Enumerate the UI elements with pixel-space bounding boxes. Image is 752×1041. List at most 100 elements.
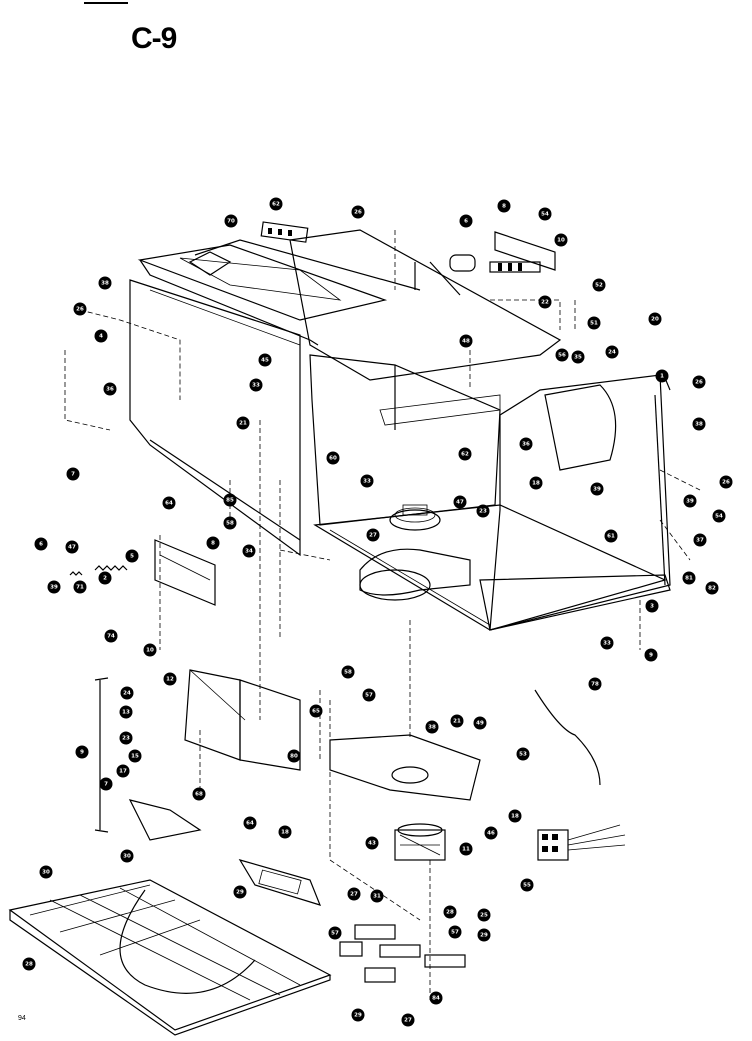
callout-circle [366,528,380,542]
callout-label: 9 [80,749,84,755]
cabinet-back-wall [289,229,562,381]
callout-circle [223,516,237,530]
callout-c-8a: 8 [497,199,511,213]
callout-label: 29 [354,1012,362,1018]
callout-circle [600,636,614,650]
callout-c-10b: 10 [143,643,157,657]
header-rule [84,2,128,4]
callout-circle [328,926,342,940]
spring-parts [69,565,128,576]
callout-label: 2 [103,575,107,581]
callout-label: 81 [685,575,693,581]
callout-circle [347,887,361,901]
callout-circle [719,475,733,489]
callout-label: 27 [369,532,377,538]
callout-c-23a: 23 [476,504,490,518]
callout-circle [162,496,176,510]
callout-c-18b: 18 [278,825,292,839]
callout-circle [351,1008,365,1022]
callout-circle [39,865,53,879]
callout-circle [163,672,177,686]
callout-c-85a: 85 [223,493,237,507]
callout-c-47a: 47 [453,495,467,509]
callout-circle [529,476,543,490]
callout-circle [22,957,36,971]
callout-label: 33 [603,640,611,646]
callout-label: 6 [464,218,468,224]
callout-label: 34 [245,548,253,554]
callout-c-38c: 38 [425,720,439,734]
callout-c-25a: 25 [477,908,491,922]
callout-circle [605,345,619,359]
callout-circle [429,991,443,1005]
callout-circle [223,493,237,507]
callout-c-28b: 28 [22,957,36,971]
callout-c-21a: 21 [236,416,250,430]
callout-circle [538,207,552,221]
callout-circle [477,908,491,922]
callout-circle [128,749,142,763]
callout-label: 65 [312,708,320,714]
callout-circle [459,842,473,856]
callout-c-53a: 53 [516,747,530,761]
callout-label: 8 [502,203,506,209]
callout-circle [571,350,585,364]
callout-circle [98,571,112,585]
callout-c-2a: 2 [98,571,112,585]
callout-c-38b: 38 [692,417,706,431]
callout-c-70a: 70 [224,214,238,228]
callout-c-24a: 24 [605,345,619,359]
callout-c-12a: 12 [163,672,177,686]
callout-circle [450,714,464,728]
callout-label: 82 [708,585,716,591]
callout-c-30a: 30 [120,849,134,863]
callout-c-43a: 43 [365,836,379,850]
callout-circle [192,787,206,801]
callout-c-56a: 56 [555,348,569,362]
callout-c-49a: 49 [473,716,487,730]
callout-label: 80 [290,753,298,759]
callout-circle [360,474,374,488]
callout-circle [683,494,697,508]
callout-label: 22 [541,299,549,305]
callout-circle [65,540,79,554]
callout-c-21b: 21 [450,714,464,728]
callout-label: 24 [608,349,616,355]
callout-label: 21 [239,420,247,426]
callout-c-27c: 27 [401,1013,415,1027]
callout-c-26a: 26 [351,205,365,219]
callout-c-6b: 6 [34,537,48,551]
callout-c-48a: 48 [459,334,473,348]
callout-circle [516,747,530,761]
callout-circle [693,533,707,547]
stirrer-plate [329,734,481,801]
callout-label: 10 [557,237,565,243]
cavity-inner-box [309,354,501,626]
latch-assembly [94,677,202,841]
stirrer-motor [394,823,446,861]
callout-c-64b: 64 [243,816,257,830]
callout-label: 38 [428,724,436,730]
callout-label: 47 [68,544,76,550]
callout-label: 45 [261,357,269,363]
callout-label: 18 [511,813,519,819]
callout-c-11a: 11 [459,842,473,856]
callout-c-51a: 51 [587,316,601,330]
callout-label: 39 [593,486,601,492]
callout-label: 38 [695,421,703,427]
callout-label: 8 [211,540,215,546]
page-number: 94 [18,1015,26,1022]
callout-circle [425,720,439,734]
callout-label: 71 [76,584,84,590]
callout-c-26d: 26 [719,475,733,489]
callout-label: 85 [226,497,234,503]
callout-c-6a: 6 [459,214,473,228]
callout-c-23b: 23 [119,731,133,745]
callout-c-47b: 47 [65,540,79,554]
callout-c-22a: 22 [538,295,552,309]
callout-circle [459,214,473,228]
callout-circle [287,749,301,763]
callout-circle [477,928,491,942]
callout-circle [309,704,323,718]
callout-c-26c: 26 [692,375,706,389]
